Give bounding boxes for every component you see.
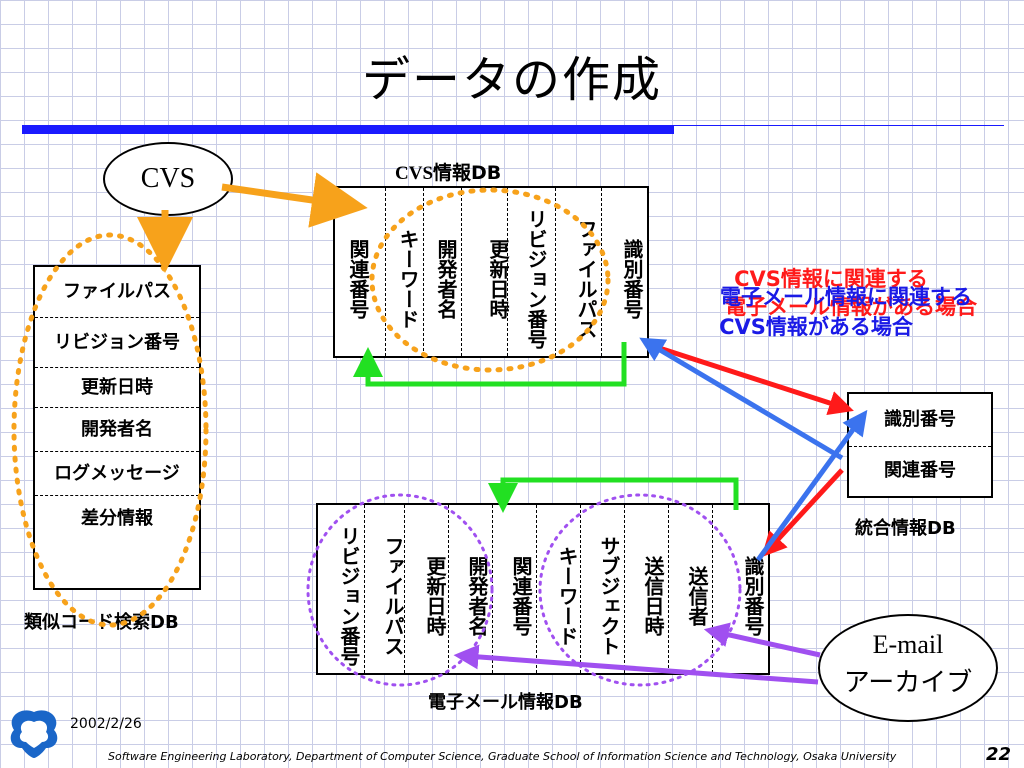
email-db-col-subject: サブジェクト xyxy=(580,505,624,673)
blue-arrow-email-to-integrated xyxy=(755,409,868,562)
footer-bar: Software Engineering Laboratory, Departm… xyxy=(0,744,1024,768)
email-db-col-sender: 送信者 xyxy=(668,505,712,673)
similar-db-row-log-message: ログメッセージ xyxy=(35,451,199,495)
cvs-db-label: CVS情報DB xyxy=(395,158,501,185)
blue-arrow-integrated-to-cvs xyxy=(639,337,844,461)
title-underline-thick xyxy=(22,125,674,134)
page-number: 22 xyxy=(986,744,1012,765)
cvs-db-col-developer: 開発者名 xyxy=(423,188,461,356)
blue-annotation-line1: 電子メール情報に関連する xyxy=(720,285,972,309)
integrated-db-label: 統合情報DB xyxy=(855,518,956,539)
red-annotation: CVS情報に関連する 電子メール情報がある場合 xyxy=(678,262,1024,324)
similar-db-row-diff: 差分情報 xyxy=(35,495,199,541)
cvs-db-label-suffix: 情報DB xyxy=(433,162,502,184)
email-archive-node: E-mail アーカイブ xyxy=(818,614,998,722)
cvs-db-col-update-time: 更新日時 xyxy=(461,188,513,356)
footer-text: Software Engineering Laboratory, Departm… xyxy=(108,750,897,763)
emaildb-id-to-related-arrow xyxy=(488,477,739,513)
email-db-col-update-time: 更新日時 xyxy=(404,505,450,673)
cvs-node-label: CVS xyxy=(140,163,196,194)
blue-annotation-line2: CVS情報がある場合 xyxy=(719,315,913,339)
cvs-to-cvsdb-arrow xyxy=(221,172,368,228)
red-arrow-cvs-to-integrated xyxy=(649,342,854,416)
email-db-col-filepath: ファイルパス xyxy=(364,505,408,673)
email-db-col-sent-time: 送信日時 xyxy=(624,505,668,673)
similar-code-db-table: ファイルパス リビジョン番号 更新日時 開発者名 ログメッセージ 差分情報 xyxy=(33,265,201,590)
similar-db-row-developer: 開発者名 xyxy=(35,407,199,451)
similar-db-row-update-time: 更新日時 xyxy=(35,367,199,407)
red-arrow-integrated-to-email xyxy=(761,468,844,558)
cvs-node: CVS xyxy=(103,142,233,216)
cvs-db-label-prefix: CVS xyxy=(395,163,434,184)
email-db-label: 電子メール情報DB xyxy=(428,692,583,713)
email-db-table: リビジョン番号 ファイルパス 更新日時 開発者名 関連番号 キーワード サブジェ… xyxy=(316,503,770,675)
slide-date: 2002/2/26 xyxy=(70,716,142,732)
title-underline-thin xyxy=(674,125,1004,126)
cvs-db-table: 関連番号 キーワード 開発者名 更新日時 リビジョン番号 ファイルパス 識別番号 xyxy=(333,186,649,358)
email-to-emaildb-left-arrow xyxy=(453,644,819,685)
red-annotation-line1: CVS情報に関連する xyxy=(734,267,928,291)
cvs-db-col-revision: リビジョン番号 xyxy=(507,188,551,356)
cvsdb-id-to-related-arrow xyxy=(353,342,627,387)
cvs-db-col-id: 識別番号 xyxy=(601,188,647,356)
email-archive-line2: アーカイブ xyxy=(843,668,973,698)
email-db-col-revision: リビジョン番号 xyxy=(337,526,361,666)
cvs-db-highlight-ellipse xyxy=(369,187,611,373)
email-db-col-keyword: キーワード xyxy=(536,505,582,673)
cvs-db-col-keyword: キーワード xyxy=(385,188,423,356)
university-logo xyxy=(10,710,58,758)
integrated-db-row-id: 識別番号 xyxy=(884,409,956,430)
email-to-emaildb-right-arrow xyxy=(703,622,821,658)
email-db-highlight-right xyxy=(538,493,742,687)
blue-annotation: 電子メール情報に関連する CVS情報がある場合 xyxy=(668,280,1024,344)
slide-title: データの作成 xyxy=(361,52,662,108)
similar-db-highlight-ellipse xyxy=(11,232,209,628)
email-db-col-id: 識別番号 xyxy=(712,505,768,673)
red-annotation-line2: 電子メール情報がある場合 xyxy=(725,295,977,319)
email-archive-line1: E-mail xyxy=(872,630,944,659)
integrated-db-table: 識別番号 関連番号 xyxy=(847,392,993,498)
similar-db-row-filepath: ファイルパス xyxy=(63,281,171,302)
integrated-db-row-related: 関連番号 xyxy=(849,446,991,498)
email-db-highlight-left xyxy=(306,493,494,687)
cvs-db-col-related-number: 関連番号 xyxy=(346,239,370,319)
similar-db-row-revision: リビジョン番号 xyxy=(35,317,199,367)
